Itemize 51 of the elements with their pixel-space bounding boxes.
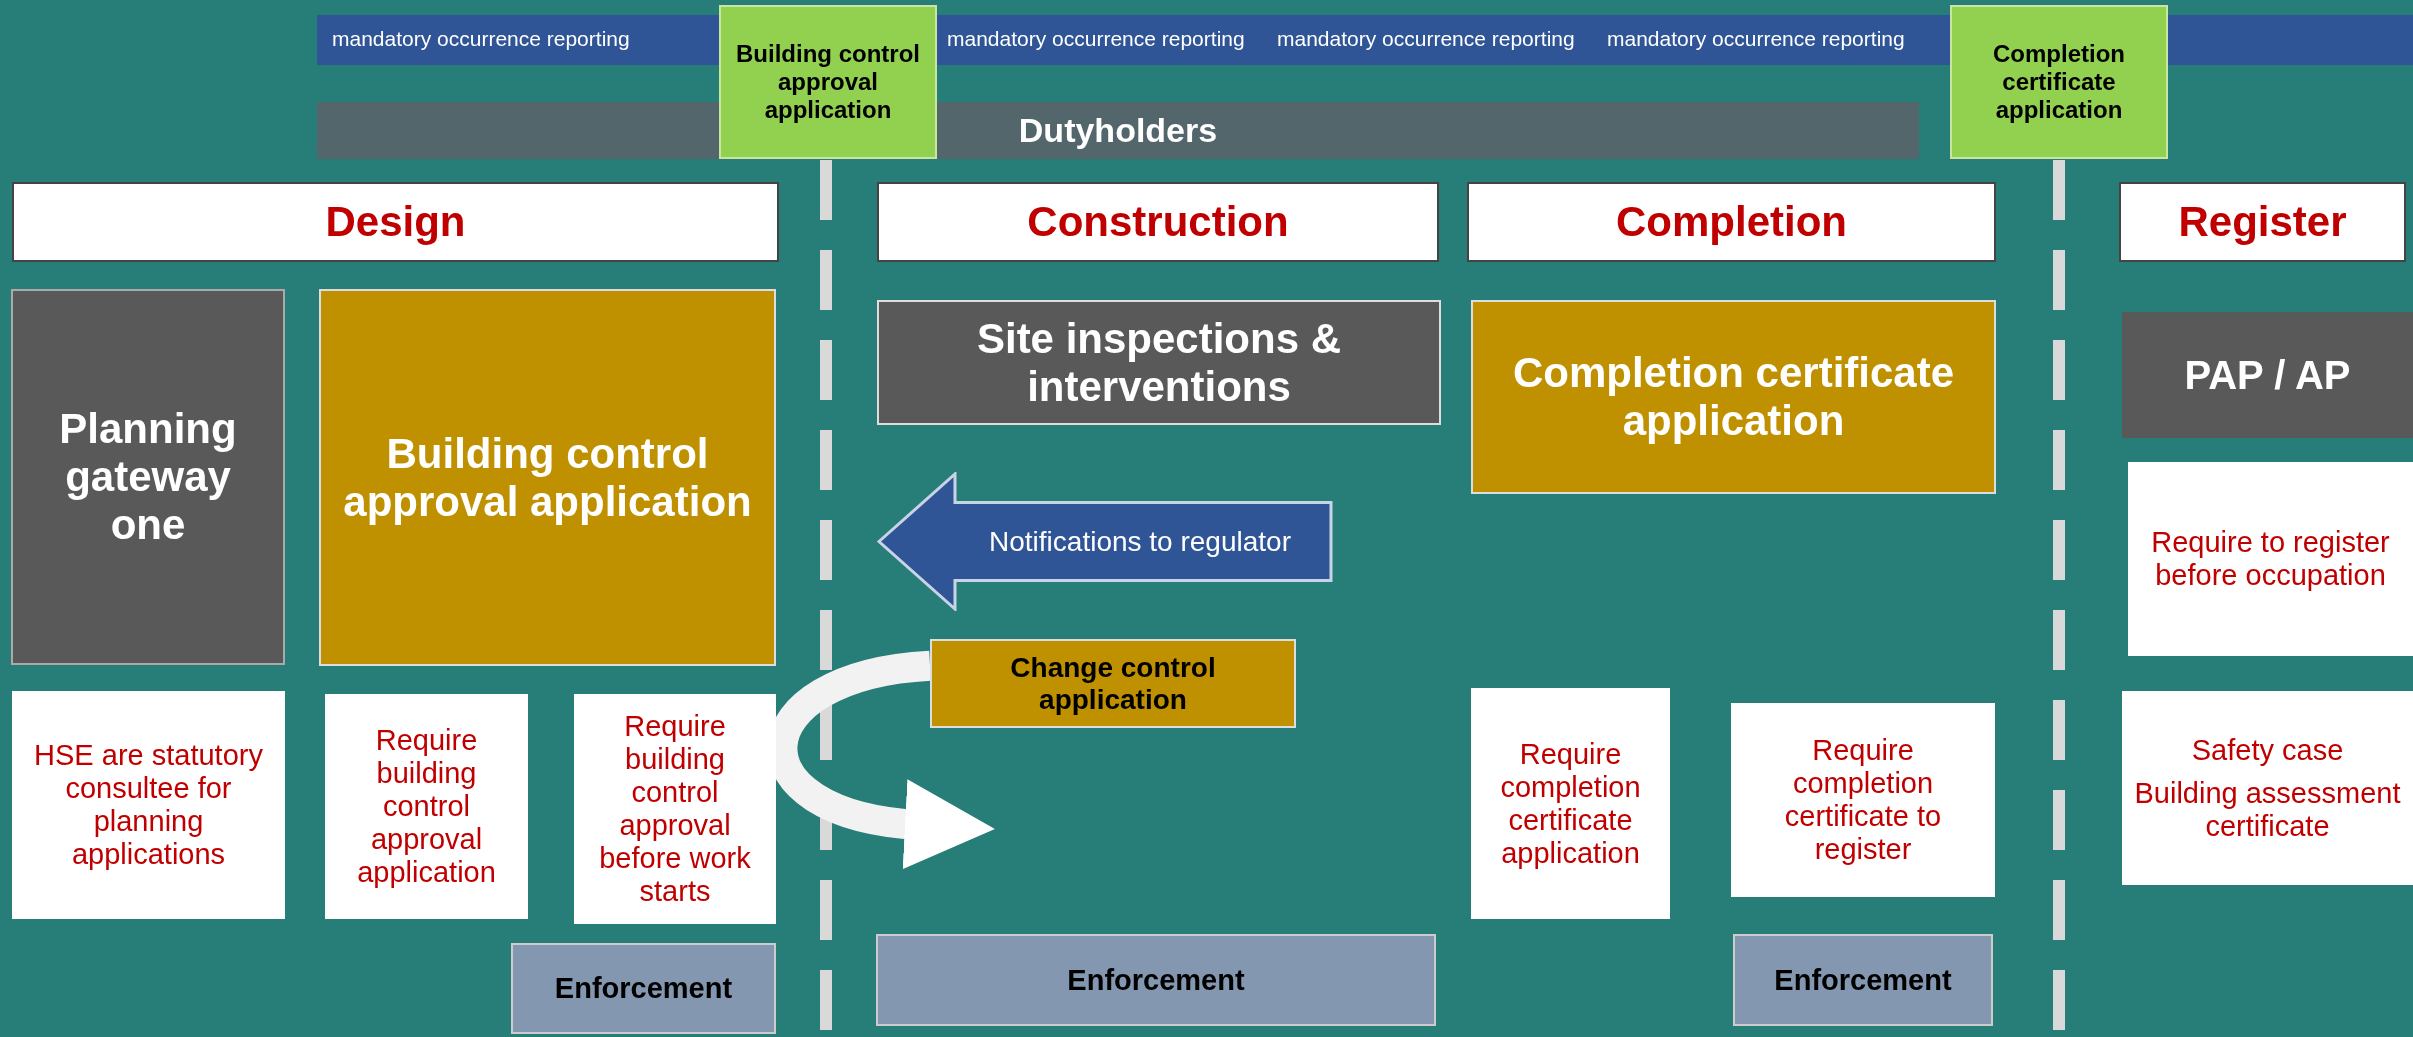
requirement-box: [1731, 703, 1995, 897]
box-text: Building control approval application: [342, 429, 753, 526]
box-text: Require building control approval application: [356, 724, 497, 889]
banner-text: Notifications to regulator: [989, 525, 1291, 558]
requirement-box: [325, 694, 528, 919]
box-text: Require to register before occupation: [2150, 526, 2391, 592]
box-text: Building assessment certificate: [2133, 776, 2402, 843]
box-text: Building control approval application: [735, 40, 921, 124]
process-box: [319, 289, 776, 666]
process-box: [1471, 300, 1996, 494]
band-text: mandatory occurrence reporting: [947, 27, 1245, 51]
stage-header: [1467, 182, 1996, 262]
requirement-box: [2122, 691, 2413, 885]
milestone-box: [719, 5, 937, 159]
enforcement-box: [511, 943, 776, 1034]
process-box: [930, 639, 1296, 728]
stage-header: [12, 182, 779, 262]
stage-header: [877, 182, 1439, 262]
box-text: Change control application: [1009, 651, 1217, 716]
stage-header: [2119, 182, 2406, 262]
box-text: Safety case: [2191, 733, 2344, 767]
band-text: mandatory occurrence reporting: [1277, 27, 1575, 51]
box-text: Completion certificate application: [1992, 40, 2126, 124]
box-text: Enforcement: [1774, 963, 1952, 997]
box-text: Completion: [1616, 198, 1847, 246]
box-text: Design: [325, 198, 466, 246]
requirement-box: [2128, 462, 2413, 656]
band-text: mandatory occurrence reporting: [332, 27, 630, 51]
requirement-box: [1471, 688, 1670, 919]
box-text: Require building control approval before work starts: [598, 710, 752, 908]
box-text: Planning gateway one: [58, 405, 238, 549]
box-text: Register: [2178, 198, 2347, 246]
process-box: [11, 289, 285, 665]
box-text: PAP / AP: [2184, 352, 2351, 398]
requirement-box: [574, 694, 776, 924]
enforcement-box: [1733, 934, 1993, 1026]
process-box: [2122, 312, 2413, 438]
box-text: Require completion certificate to register: [1783, 734, 1943, 866]
band-text: mandatory occurrence reporting: [1607, 27, 1905, 51]
box-text: Require completion certificate application: [1499, 737, 1642, 870]
box-text: Construction: [1027, 198, 1289, 246]
process-box: [877, 300, 1441, 425]
milestone-box: [1950, 5, 2168, 159]
box-text: Enforcement: [1067, 963, 1245, 997]
box-text: Dutyholders: [1018, 111, 1218, 150]
box-text: Site inspections & interventions: [975, 314, 1343, 411]
box-text: Completion certificate application: [1511, 349, 1956, 445]
enforcement-box: [876, 934, 1436, 1026]
box-text: Enforcement: [554, 972, 733, 1005]
requirement-box: [12, 691, 285, 919]
box-text: HSE are statutory consultee for planning applications: [33, 739, 264, 871]
